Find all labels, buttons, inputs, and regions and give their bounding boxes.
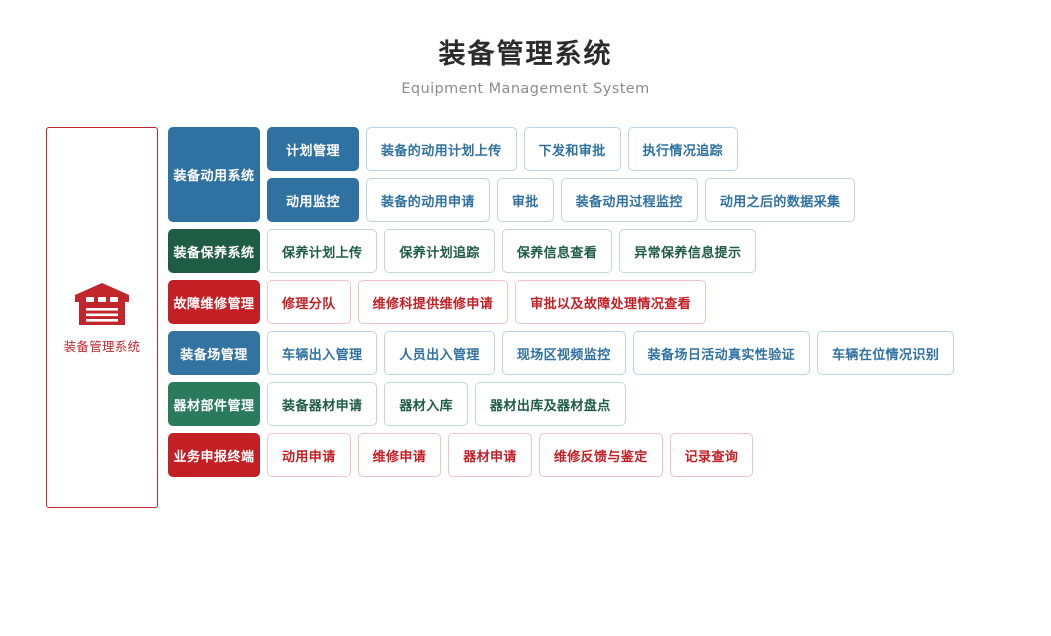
leaf-item[interactable]: 维修科提供维修申请 (357, 280, 509, 324)
category-equipment-deployment[interactable]: 装备动用系统 (168, 127, 260, 222)
leaf-item[interactable]: 记录查询 (669, 433, 754, 477)
leaf-item[interactable]: 器材申请 (448, 433, 532, 477)
row-equipment-yard: 装备场管理 车辆出入管理 人员出入管理 现场区视频监控 装备场日活动真实性验证 … (168, 331, 955, 375)
leaf-item[interactable]: 装备动用过程监控 (560, 178, 698, 222)
subrow-plan-management: 计划管理 装备的动用计划上传 下发和审批 执行情况追踪 (267, 127, 855, 171)
category-equipment-yard[interactable]: 装备场管理 (168, 331, 260, 375)
diagram-body: 装备管理系统 装备动用系统 计划管理 装备的动用计划上传 下发和审批 执行情况追… (0, 127, 955, 508)
leaf-item[interactable]: 装备场日活动真实性验证 (632, 331, 811, 375)
category-business-declaration[interactable]: 业务申报终端 (168, 433, 260, 477)
leaf-item[interactable]: 器材出库及器材盘点 (475, 382, 626, 426)
page-subtitle: Equipment Management System (401, 80, 650, 97)
leaf-item[interactable]: 保养计划上传 (267, 229, 378, 273)
leaf-item[interactable]: 动用申请 (267, 433, 351, 477)
leaf-item[interactable]: 车辆在位情况识别 (817, 331, 955, 375)
leaf-item[interactable]: 下发和审批 (523, 127, 621, 171)
row-business-declaration: 业务申报终端 动用申请 维修申请 器材申请 维修反馈与鉴定 记录查询 (168, 433, 954, 477)
subrow-deployment-monitoring: 动用监控 装备的动用申请 审批 装备动用过程监控 动用之后的数据采集 (267, 178, 856, 222)
row-equipment-deployment: 装备动用系统 计划管理 装备的动用计划上传 下发和审批 执行情况追踪 动用监控 … (168, 127, 954, 222)
subcategory-deployment-monitoring[interactable]: 动用监控 (267, 178, 359, 222)
category-equipment-maintenance[interactable]: 装备保养系统 (168, 229, 260, 273)
leaf-item[interactable]: 异常保养信息提示 (619, 229, 757, 273)
row-equipment-parts: 器材部件管理 装备器材申请 器材入库 器材出库及器材盘点 (168, 382, 954, 426)
leaf-item[interactable]: 修理分队 (267, 280, 351, 324)
row-equipment-maintenance: 装备保养系统 保养计划上传 保养计划追踪 保养信息查看 异常保养信息提示 (168, 229, 954, 273)
leaf-item[interactable]: 装备器材申请 (267, 382, 378, 426)
brand-panel: 装备管理系统 (46, 127, 158, 508)
leaf-item[interactable]: 人员出入管理 (384, 331, 495, 375)
page-header: 装备管理系统 Equipment Management System (0, 0, 1051, 97)
leaf-item[interactable]: 保养计划追踪 (384, 229, 495, 273)
brand-label: 装备管理系统 (63, 338, 141, 354)
category-equipment-parts[interactable]: 器材部件管理 (168, 382, 260, 426)
leaf-item[interactable]: 装备的动用申请 (366, 178, 490, 222)
leaf-item[interactable]: 保养信息查看 (501, 229, 613, 273)
subcategory-plan-management[interactable]: 计划管理 (267, 127, 359, 171)
warehouse-icon (73, 281, 131, 327)
subrow-list: 计划管理 装备的动用计划上传 下发和审批 执行情况追踪 动用监控 装备的动用申请… (267, 127, 856, 222)
leaf-item[interactable]: 维修申请 (357, 433, 442, 477)
leaf-item[interactable]: 审批 (496, 178, 554, 222)
page-title: 装备管理系统 (438, 39, 613, 70)
leaf-item[interactable]: 器材入库 (384, 382, 469, 426)
leaf-item[interactable]: 车辆出入管理 (267, 331, 378, 375)
row-list: 装备动用系统 计划管理 装备的动用计划上传 下发和审批 执行情况追踪 动用监控 … (168, 127, 955, 484)
row-fault-repair: 故障维修管理 修理分队 维修科提供维修申请 审批以及故障处理情况查看 (168, 280, 954, 324)
leaf-item[interactable]: 执行情况追踪 (627, 127, 739, 171)
leaf-item[interactable]: 动用之后的数据采集 (704, 178, 856, 222)
leaf-item[interactable]: 审批以及故障处理情况查看 (515, 280, 707, 324)
category-fault-repair[interactable]: 故障维修管理 (168, 280, 260, 324)
leaf-item[interactable]: 维修反馈与鉴定 (538, 433, 663, 477)
leaf-item[interactable]: 装备的动用计划上传 (366, 127, 517, 171)
leaf-item[interactable]: 现场区视频监控 (501, 331, 626, 375)
